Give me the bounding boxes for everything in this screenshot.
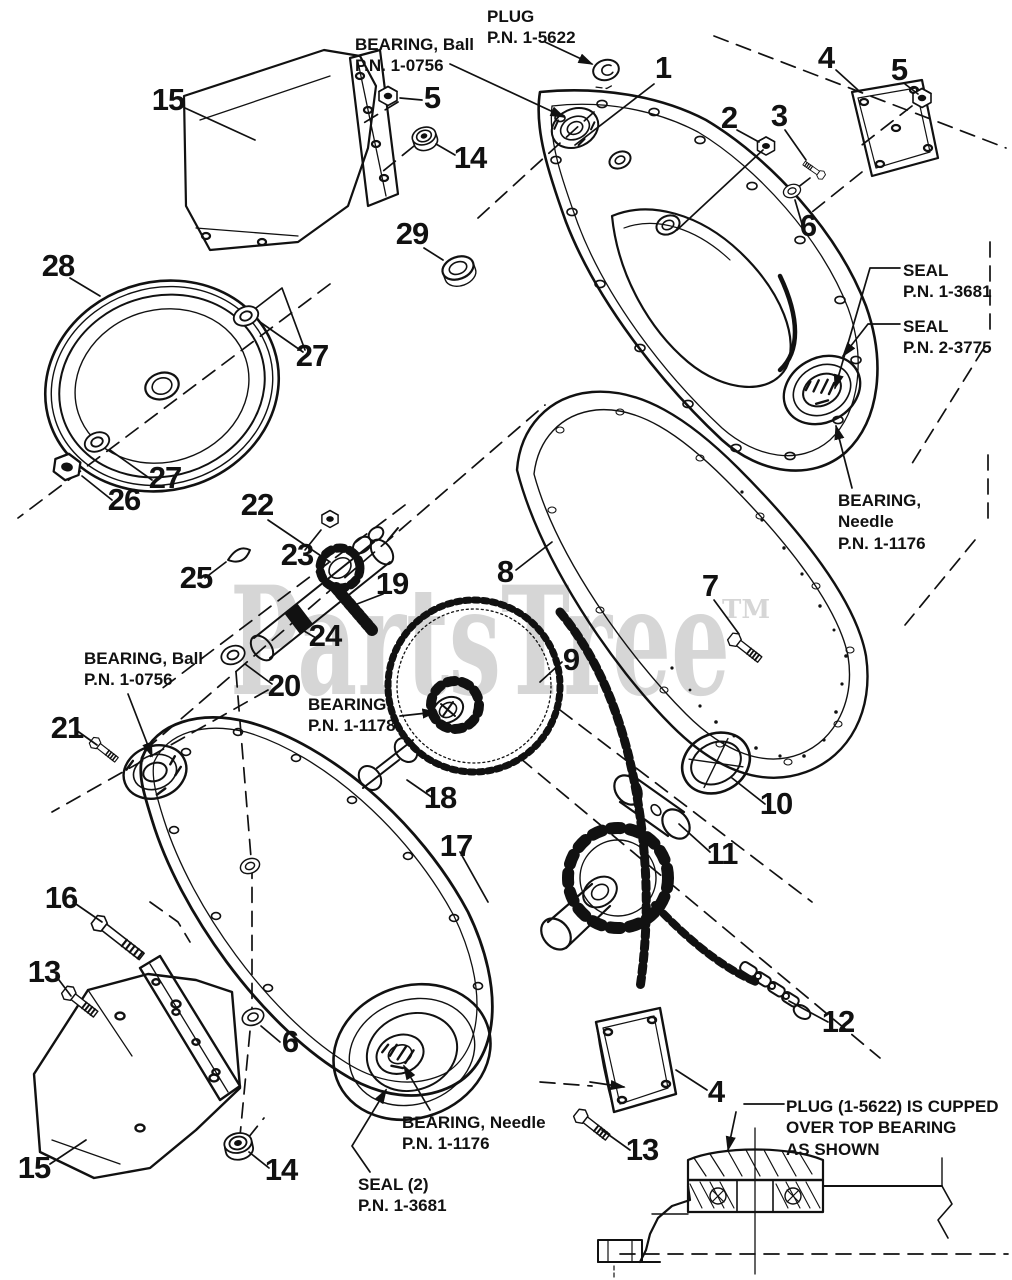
- callout-3: 3: [771, 98, 788, 133]
- bolt-21: [86, 734, 122, 766]
- gasket-texture: [670, 490, 848, 758]
- callout-14: 14: [454, 140, 488, 175]
- callout-8: 8: [497, 554, 514, 589]
- fasteners: [51, 85, 932, 1164]
- callout-22: 22: [241, 487, 273, 522]
- gear-disc: [384, 596, 564, 776]
- seal-ring-10: [680, 731, 752, 795]
- spacer-11: [613, 774, 691, 840]
- mounting-plate-bottom: [594, 1006, 678, 1114]
- callout-leaders: [49, 69, 919, 1169]
- label-leaders: [127, 41, 901, 1173]
- callout-2: 2: [721, 100, 737, 135]
- flange-nut-14a: [409, 123, 441, 155]
- needle-bearing-hub-bottom: [332, 982, 492, 1122]
- callout-1: 1: [655, 50, 672, 85]
- woodruff-key-25: [227, 547, 251, 563]
- bolt-7: [724, 629, 766, 667]
- screw-3: [800, 158, 828, 182]
- callout-26: 26: [108, 482, 141, 517]
- callout-9: 9: [563, 642, 580, 677]
- callout-20: 20: [268, 668, 300, 703]
- callout-13: 13: [626, 1132, 659, 1167]
- callout-14: 14: [265, 1152, 299, 1187]
- callout-6: 6: [800, 208, 817, 243]
- callout-28: 28: [42, 248, 75, 283]
- callout-18: 18: [424, 780, 457, 815]
- shield-plate-top-left: [182, 48, 400, 252]
- chain-links-12: [739, 961, 812, 1020]
- callout-13: 13: [28, 954, 61, 989]
- shield-plate-bottom-left: [32, 954, 242, 1180]
- callout-11: 11: [707, 836, 739, 871]
- lock-nut-23: [321, 509, 339, 529]
- callout-27: 27: [296, 338, 328, 373]
- callout-4: 4: [818, 40, 836, 75]
- callout-21: 21: [51, 710, 84, 745]
- grommet-29: [441, 255, 477, 287]
- callout-15: 15: [18, 1150, 51, 1185]
- callout-4: 4: [708, 1074, 726, 1109]
- cross-section-detail: [597, 1127, 953, 1279]
- washer: [237, 854, 263, 878]
- chain-case-cover: [537, 58, 879, 472]
- callout-6: 6: [282, 1024, 299, 1059]
- output-side-parts: [540, 731, 812, 1020]
- callout-23: 23: [281, 537, 314, 572]
- callout-19: 19: [376, 566, 409, 601]
- callout-12: 12: [822, 1004, 854, 1039]
- callout-17: 17: [440, 828, 472, 863]
- callout-15: 15: [152, 82, 185, 117]
- phantom-lines: [17, 35, 1009, 1255]
- sprocket-12: [540, 822, 674, 951]
- ball-bearing-top: [550, 107, 600, 149]
- washer-6b: [239, 1004, 267, 1030]
- callout-5: 5: [891, 52, 908, 87]
- callout-5: 5: [424, 80, 441, 115]
- callout-24: 24: [309, 618, 343, 653]
- callout-16: 16: [45, 880, 78, 915]
- pulley-28: [43, 279, 281, 493]
- hex-nut-26: [51, 450, 83, 484]
- plug-top-part: [592, 58, 620, 90]
- callout-27: 27: [149, 460, 181, 495]
- watermark-tm: TM: [722, 595, 770, 625]
- bolt-16: [88, 911, 148, 965]
- callout-7: 7: [702, 568, 718, 603]
- callout-29: 29: [396, 216, 429, 251]
- gasket-8: [515, 390, 869, 779]
- ball-bearing-left: [122, 744, 188, 800]
- needle-bearing-hub-right: [782, 354, 862, 426]
- spring-19: [330, 582, 378, 636]
- rail-plate: [138, 954, 242, 1102]
- bushing-18: [357, 737, 419, 791]
- hex-nut-5a: [378, 85, 398, 107]
- input-shaft-assembly: [227, 526, 399, 662]
- callout-10: 10: [760, 786, 792, 821]
- bolt-13b: [570, 1105, 614, 1145]
- callout-25: 25: [180, 560, 213, 595]
